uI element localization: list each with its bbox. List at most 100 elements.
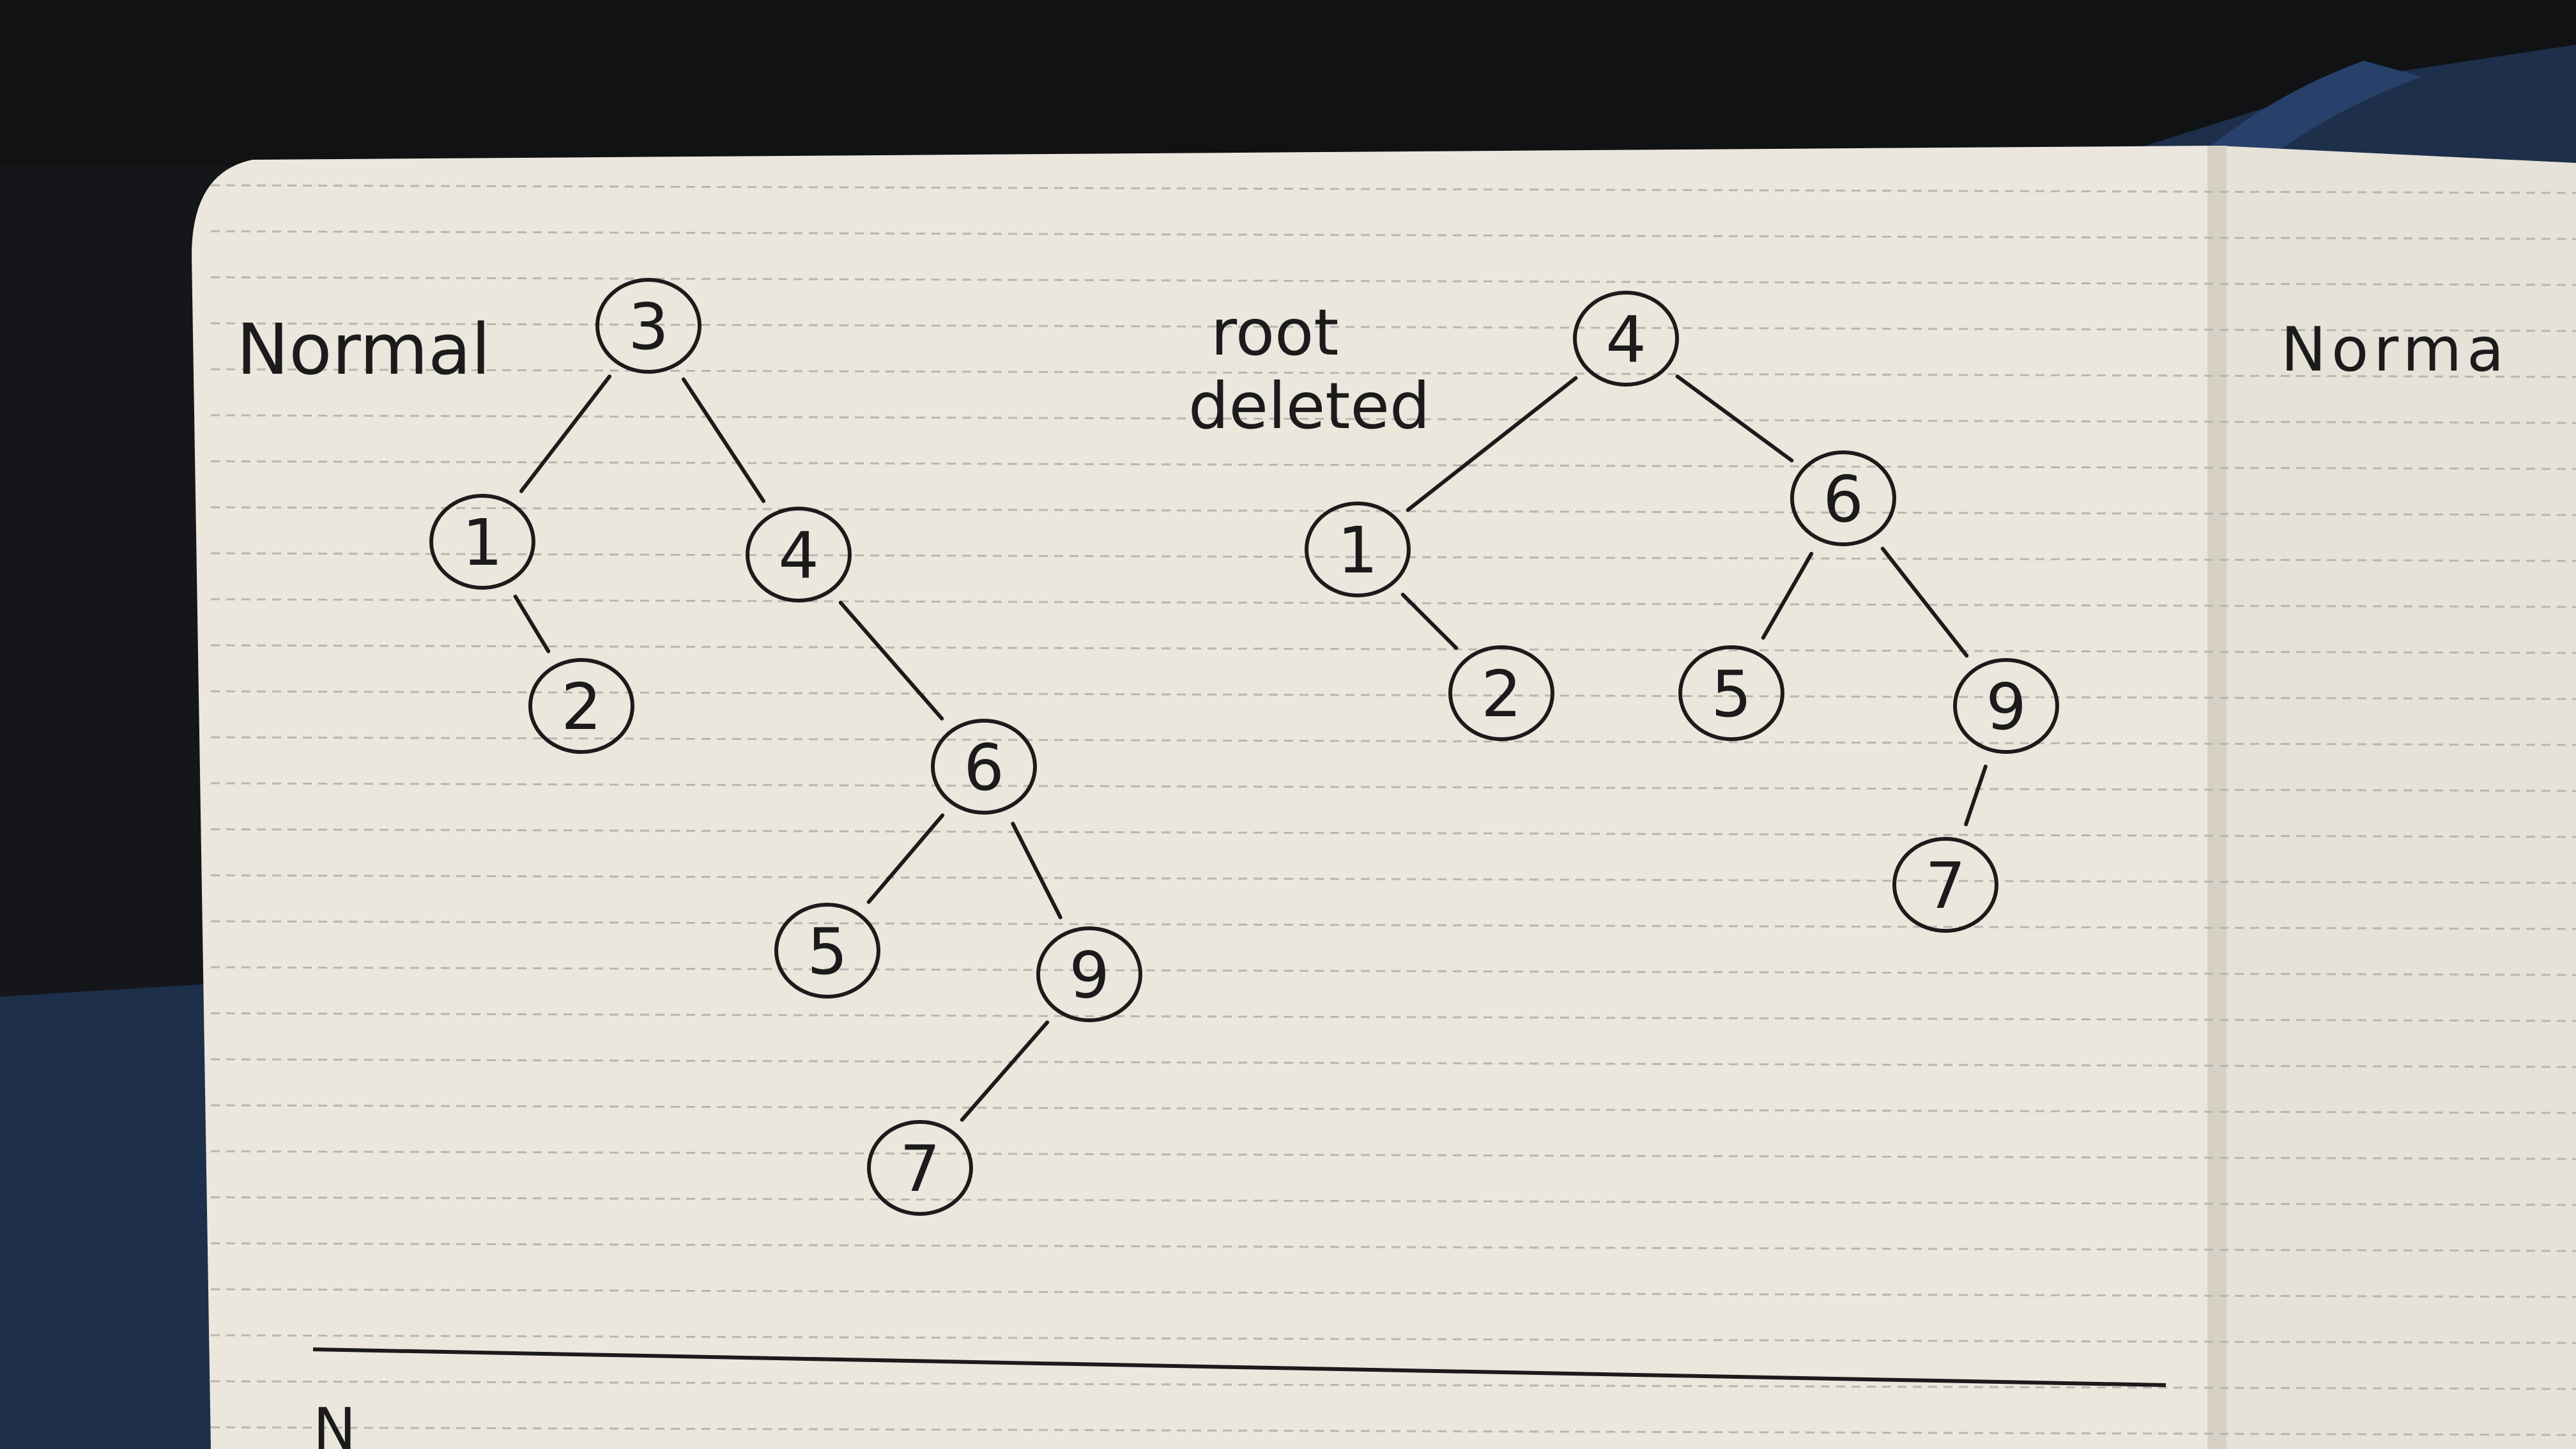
- node-circle: [774, 903, 880, 999]
- node-circle: [746, 507, 852, 602]
- tree-edge-m9-m7: [1964, 764, 1988, 827]
- rule-line: [210, 184, 2576, 194]
- node-value: 7: [900, 1131, 940, 1206]
- rule-line: [210, 1288, 2576, 1298]
- tree-edge-m4-m6: [1675, 374, 1794, 463]
- node-circle: [931, 719, 1037, 815]
- node-circle: [528, 658, 634, 754]
- rule-line: [210, 1012, 2576, 1022]
- bottom-fragment-label: N: [313, 1396, 356, 1449]
- tree-edge-m6-m5: [1761, 551, 1814, 640]
- right-tree-label-line1: root: [1211, 295, 1339, 370]
- node-value: 1: [462, 505, 503, 580]
- tree-node-n3: 3: [595, 278, 702, 374]
- node-circle: [1036, 926, 1142, 1022]
- background-top-shadow: [0, 0, 2576, 166]
- node-circle: [595, 278, 702, 374]
- rule-line: [210, 1150, 2576, 1160]
- rule-line: [210, 736, 2576, 746]
- right-page: [2217, 146, 2576, 1449]
- node-circle: [1790, 450, 1896, 546]
- node-value: 7: [1925, 848, 1966, 923]
- tree-node-m6: 6: [1790, 450, 1896, 546]
- tree-node-n1: 1: [429, 494, 535, 590]
- node-circle: [1305, 502, 1411, 597]
- rule-line: [210, 644, 2576, 654]
- tree-node-n9: 9: [1036, 926, 1142, 1022]
- node-circle: [1678, 645, 1784, 741]
- rule-line: [210, 1196, 2576, 1206]
- notebook-cover-left: [0, 984, 230, 1449]
- page-gutter: [2207, 146, 2227, 1449]
- rule-line: [210, 1058, 2576, 1068]
- node-circle: [429, 494, 535, 590]
- node-circle: [867, 1120, 973, 1216]
- pen-divider-line: [312, 1347, 2166, 1387]
- node-value: 5: [1711, 657, 1752, 732]
- tree-edge-m1-m2: [1400, 592, 1459, 650]
- rule-line: [210, 782, 2576, 792]
- rule-line: [210, 598, 2576, 608]
- tree-node-m5: 5: [1678, 645, 1784, 741]
- rule-line: [210, 414, 2576, 424]
- rule-line: [210, 828, 2576, 838]
- left-tree: 3 1 4 2 6 5 9 7: [429, 278, 1142, 1216]
- rule-line: [210, 1426, 2576, 1436]
- ruled-lines: [210, 184, 2576, 1436]
- node-value: 9: [1986, 670, 2027, 744]
- tree-edge-n6-n9: [1011, 822, 1062, 919]
- tree-edge-m6-m9: [1880, 546, 1969, 658]
- node-circle: [1892, 837, 1998, 933]
- tree-edge-m4-m1: [1406, 376, 1578, 512]
- node-value: 5: [807, 914, 848, 989]
- node-circle: [1573, 291, 1679, 387]
- rule-line: [210, 506, 2576, 516]
- rule-line: [210, 230, 2576, 240]
- node-value: 3: [628, 289, 669, 364]
- node-circle: [1448, 645, 1554, 741]
- tree-node-m9: 9: [1953, 658, 2059, 754]
- rule-line: [210, 1104, 2576, 1114]
- node-value: 2: [1481, 657, 1522, 732]
- tree-node-n2: 2: [528, 658, 634, 754]
- rule-line: [210, 276, 2576, 286]
- rule-line: [210, 690, 2576, 700]
- tree-node-m7: 7: [1892, 837, 1998, 933]
- tree-node-n6: 6: [931, 719, 1037, 815]
- rule-line: [210, 874, 2576, 884]
- node-value: 6: [963, 730, 1004, 805]
- tree-edge-n4-n6: [838, 601, 944, 721]
- rule-line: [210, 1334, 2576, 1344]
- left-tree-label: Normal: [236, 309, 491, 390]
- tree-edge-n3-n1: [519, 374, 612, 493]
- tree-node-m4: 4: [1573, 291, 1679, 387]
- tree-edge-n1-n2: [513, 594, 551, 654]
- rule-line: [210, 1242, 2576, 1252]
- right-page-label: Norma: [2281, 315, 2509, 385]
- right-tree-label-line2: deleted: [1188, 369, 1430, 443]
- node-value: 4: [1606, 302, 1646, 377]
- tree-node-m2: 2: [1448, 645, 1554, 741]
- rule-line: [210, 552, 2576, 562]
- node-value: 9: [1069, 938, 1110, 1013]
- tree-edge-n9-n7: [960, 1020, 1050, 1122]
- node-circle: [1953, 658, 2059, 754]
- node-value: 2: [561, 670, 602, 744]
- right-tree: 4 1 6 2 5 9 7: [1305, 291, 2059, 933]
- tree-edge-n3-n4: [681, 377, 766, 503]
- rule-line: [210, 322, 2576, 332]
- node-value: 4: [778, 518, 819, 593]
- rule-line: [210, 966, 2576, 976]
- tree-node-n5: 5: [774, 903, 880, 999]
- tree-node-m1: 1: [1305, 502, 1411, 597]
- rule-line: [210, 460, 2576, 470]
- left-page: [192, 146, 2217, 1449]
- node-value: 6: [1823, 462, 1864, 537]
- tree-node-n4: 4: [746, 507, 852, 602]
- tree-edge-n6-n5: [866, 813, 945, 904]
- rule-line: [210, 1380, 2576, 1390]
- rule-line: [210, 920, 2576, 930]
- node-value: 1: [1337, 513, 1378, 588]
